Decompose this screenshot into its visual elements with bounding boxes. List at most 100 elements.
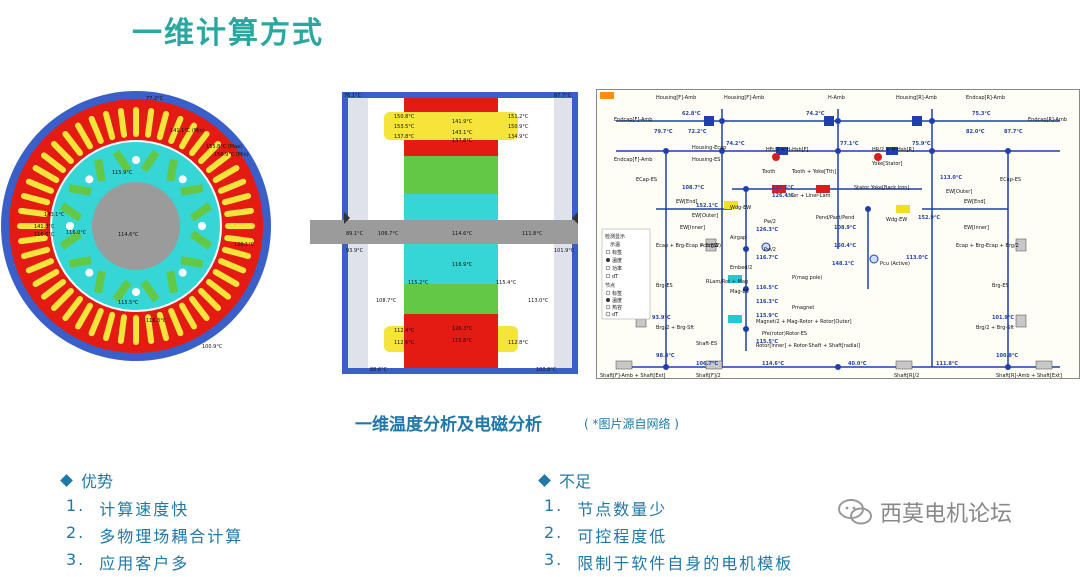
winding-slot <box>117 107 127 138</box>
winding-slot <box>221 192 252 206</box>
net-endcap-f-amb: Endcap[F]-Amb <box>614 117 652 123</box>
net-housing-f-amb: Housing[F]-Amb <box>656 95 696 101</box>
net-temp-t1: 62.8°C <box>682 111 701 117</box>
winding-slot <box>40 279 67 300</box>
winding-slot <box>224 235 255 245</box>
stator-label-slot: 156.9°C (Min) <box>214 152 249 158</box>
axial-label-w7: 137.8°C <box>394 134 415 140</box>
net-ecap-brg-r: Ecap + Brg-Ecap + Brg/2 <box>956 243 1019 249</box>
winding-slot <box>17 207 48 217</box>
winding-slot <box>225 223 255 229</box>
winding-slot <box>88 307 104 337</box>
rotor-pole <box>189 202 213 250</box>
disadvantages-heading-row: 不足 <box>538 468 793 492</box>
stator-label-bottom-pole: 115.5°C <box>118 300 139 306</box>
net-temp-t2: 74.2°C <box>806 111 825 117</box>
net-temp-t15: 126.3°C <box>756 227 778 233</box>
axial-label-b5: 115.8°C <box>452 338 473 344</box>
net-temp-t7: 87.7°C <box>1004 129 1023 135</box>
net-legend-opt-1[interactable]: 温度 <box>612 257 622 264</box>
rotor-pole <box>59 202 83 250</box>
winding-slot <box>62 295 83 322</box>
net-temp-t12: 126.4°C <box>772 193 794 199</box>
net-ew-end-r: EW[End] <box>964 199 986 205</box>
net-rotor-es: Pfe(rotor)Rotor-ES <box>762 331 807 337</box>
axial-label-mid-right: 113.0°C <box>528 298 549 304</box>
rotor-pole <box>68 158 106 196</box>
axial-label-r1: 115.2°C <box>408 280 429 286</box>
net-temp-t5: 72.2°C <box>688 129 707 135</box>
net-temp-t29: 98.4°C <box>656 353 675 359</box>
axial-label-w5: 143.1°C <box>452 130 473 136</box>
net-legend-opt-2[interactable]: 功率 <box>612 265 622 272</box>
net-temp-t19: 152.9°C <box>918 215 940 221</box>
winding-slot <box>156 311 170 342</box>
winding-slot <box>189 130 210 157</box>
net-pcu: Pcu (Active) <box>880 261 910 267</box>
axial-label-w4: 153.5°C <box>394 124 415 130</box>
diamond-bullet-icon <box>60 473 73 487</box>
net-temp-t31: 114.6°C <box>762 361 784 367</box>
axial-label-w2: 141.9°C <box>452 119 473 125</box>
winding-slot <box>224 207 255 217</box>
winding-slot <box>25 178 55 194</box>
net-temp-t21: 113.0°C <box>906 255 928 261</box>
net-temp-t20: 108.9°C <box>834 225 856 231</box>
stator-label-inner-left: 116.0°C <box>66 230 87 236</box>
axial-label-top-left: 76.1°C <box>344 93 362 99</box>
net-legend-opt-0[interactable]: 标签 <box>612 249 622 256</box>
axial-label-shaft-mid2: 114.6°C <box>452 231 473 237</box>
axial-label-bottom-right: 100.8°C <box>536 367 557 373</box>
winding-slot <box>133 315 139 345</box>
net-ew-end: EW[End] <box>676 199 698 205</box>
net-shaft-f-amb: Shaft[F]-Amb + Shaft[Ext] <box>600 373 665 379</box>
watermark-text: 西莫电机论坛 <box>880 502 1013 527</box>
axial-label-bottom-left: 88.6°C <box>370 367 388 373</box>
winding-slot <box>221 246 252 260</box>
net-liner: Liner + Liner-Lam <box>786 193 831 199</box>
net-temp-t34: 100.8°C <box>996 353 1018 359</box>
winding-slot <box>205 279 232 300</box>
net-tooth-yoke: Tooth + Yoke[Tth] <box>791 169 836 175</box>
net-wdg-ew-r: Wdg-EW <box>886 217 907 223</box>
net-shaft-f2: Shaft[F]/2 <box>696 373 721 379</box>
net-legend-node-opt-0[interactable]: 标签 <box>612 290 622 297</box>
winding-slot <box>102 110 116 141</box>
net-temp-t17: 148.1°C <box>832 261 854 267</box>
net-pcu-ew: Pcu(EW) <box>700 243 721 249</box>
axial-label-end-right: 101.9°C <box>554 248 575 254</box>
net-housing-ecap: Housing-Ecap <box>692 145 726 151</box>
winding-slot <box>133 107 139 137</box>
net-brg-shaft-r: Brg/2 + Brg-Sft <box>976 325 1014 331</box>
net-temp-t24: 115.9°C <box>756 313 778 319</box>
axial-label-w8: 137.8°C <box>452 138 473 144</box>
net-legend-opt-3[interactable]: dT <box>612 274 619 280</box>
axial-label-top-right: 87.7°C <box>554 93 572 99</box>
net-ecap-brg: Ecap + Brg-Ecap + Brg/2 <box>656 243 719 249</box>
winding-slot <box>145 314 155 345</box>
stator-label-center: 114.6°C <box>118 232 139 238</box>
winding-slot <box>145 107 155 138</box>
net-shaft-r2: Shaft[R]/2 <box>894 373 919 379</box>
net-endcap-r-amb: Endcap[R]-Amb <box>966 95 1005 101</box>
net-legend-node-opt-3[interactable]: dT <box>612 312 619 318</box>
stator-label-left3: 116.6°C <box>34 232 55 238</box>
net-magnet2: Magnet/2 + Mag-Rotor + Rotor[Outer] <box>756 319 852 325</box>
disadvantages-list: 不足 1.节点数量少 2.可控程度低 3.限制于软件自身的电机模板 <box>538 468 793 577</box>
net-legend-title: 检测显示 <box>605 233 625 240</box>
winding-slot <box>168 307 184 337</box>
net-stator-yoke: Stator Yoke[Back Iron] <box>854 185 909 191</box>
net-legend-node-opt-1[interactable]: 温度 <box>612 297 622 304</box>
net-shaft-es: Shaft-ES <box>696 341 717 347</box>
winding-slot <box>117 314 127 345</box>
winding-slot <box>50 288 74 312</box>
net-legend-node-opt-2[interactable]: 热容 <box>612 304 622 311</box>
disadvantages-heading: 不足 <box>559 472 592 491</box>
rotor-pole <box>112 279 160 303</box>
net-pw-2: Pw/2 <box>764 247 776 253</box>
winding-slot <box>178 302 197 330</box>
net-temp-t30: 106.7°C <box>696 361 718 367</box>
winding-slot <box>217 178 247 194</box>
net-legend-node: 节点 <box>605 283 615 289</box>
axial-label-shaft-mid1: 106.7°C <box>378 231 399 237</box>
